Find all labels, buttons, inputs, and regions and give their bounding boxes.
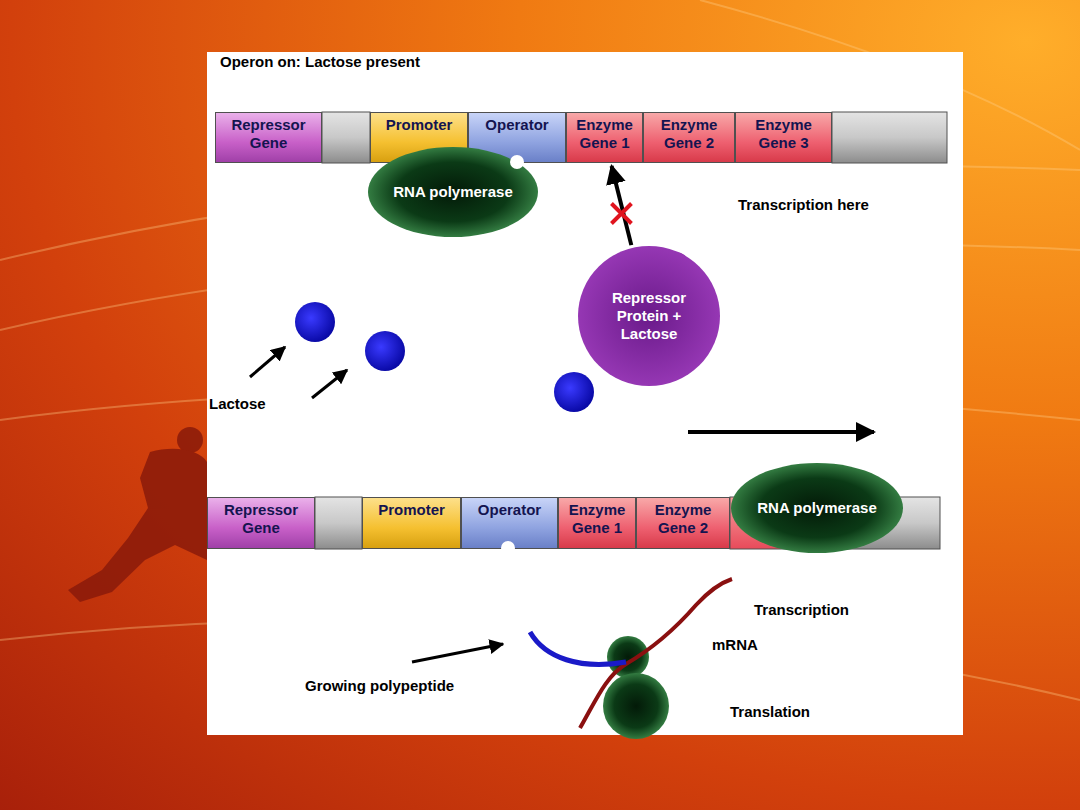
direction-arrow <box>688 430 874 434</box>
leader-arrow <box>312 370 347 398</box>
lactose-molecule <box>295 302 335 342</box>
operator-binding-site <box>501 541 515 555</box>
polypeptide-chain <box>530 632 626 664</box>
enzyme-gene: Enzyme Gene 1 <box>566 112 643 163</box>
enzyme-gene: Enzyme Gene 1 <box>558 497 636 549</box>
node-text: Repressor Gene <box>218 116 319 152</box>
enzyme-gene: Enzyme Gene 3 <box>735 112 832 163</box>
repressor-gene: Repressor Gene <box>215 112 322 163</box>
node-text: Promoter <box>378 501 445 519</box>
spacer-segment <box>322 112 370 163</box>
node-text: Promoter <box>386 116 453 134</box>
operator-segment: Operator <box>461 497 558 549</box>
rna-polymerase: RNA polymerase <box>368 147 538 237</box>
text-label: Transcription here <box>738 196 869 214</box>
node-text: Enzyme Gene 1 <box>561 501 633 537</box>
node-text: RNA polymerase <box>393 183 513 201</box>
lactose-molecule <box>554 372 594 412</box>
node-text: Operator <box>478 501 541 519</box>
rna-polymerase-body <box>368 147 538 237</box>
diagram-panel <box>207 52 963 735</box>
node-text: Enzyme Gene 3 <box>738 116 829 152</box>
spacer-segment <box>832 112 947 163</box>
spacer-segment <box>315 497 362 549</box>
text-label: mRNA <box>712 636 758 654</box>
connector-arrow <box>612 166 632 245</box>
leader-arrow <box>250 347 285 377</box>
repressor-protein-body <box>578 246 720 386</box>
ribosome-large-subunit <box>603 673 669 739</box>
node-text: Repressor Protein + Lactose <box>592 289 706 343</box>
repressor-gene: Repressor Gene <box>207 497 315 549</box>
enzyme-gene: Enzyme Gene 2 <box>636 497 730 549</box>
operator-binding-site <box>510 155 524 169</box>
node-text: RNA polymerase <box>757 499 877 517</box>
node-text: Enzyme Gene 1 <box>569 116 640 152</box>
node-text: Repressor Gene <box>210 501 312 537</box>
text-label: Translation <box>730 703 810 721</box>
text-label: Lactose <box>209 395 266 413</box>
enzyme-gene: Enzyme Gene 2 <box>643 112 735 163</box>
node-text: Enzyme Gene 2 <box>646 116 732 152</box>
repressor-protein: Repressor Protein + Lactose <box>578 246 720 386</box>
node-text: Enzyme Gene 2 <box>639 501 727 537</box>
rna-polymerase-body <box>731 463 903 553</box>
promoter-segment: Promoter <box>362 497 461 549</box>
node-text: Operator <box>485 116 548 134</box>
diagram-title: Operon on: Lactose present <box>220 53 420 71</box>
lactose-molecule <box>365 331 405 371</box>
runner-silhouette <box>68 427 207 602</box>
rna-polymerase: RNA polymerase <box>731 463 903 553</box>
text-label: Growing polypeptide <box>305 677 454 695</box>
blocked-cross <box>611 204 631 224</box>
leader-arrow <box>412 644 503 662</box>
text-label: Transcription <box>754 601 849 619</box>
mrna-strand <box>580 579 732 728</box>
